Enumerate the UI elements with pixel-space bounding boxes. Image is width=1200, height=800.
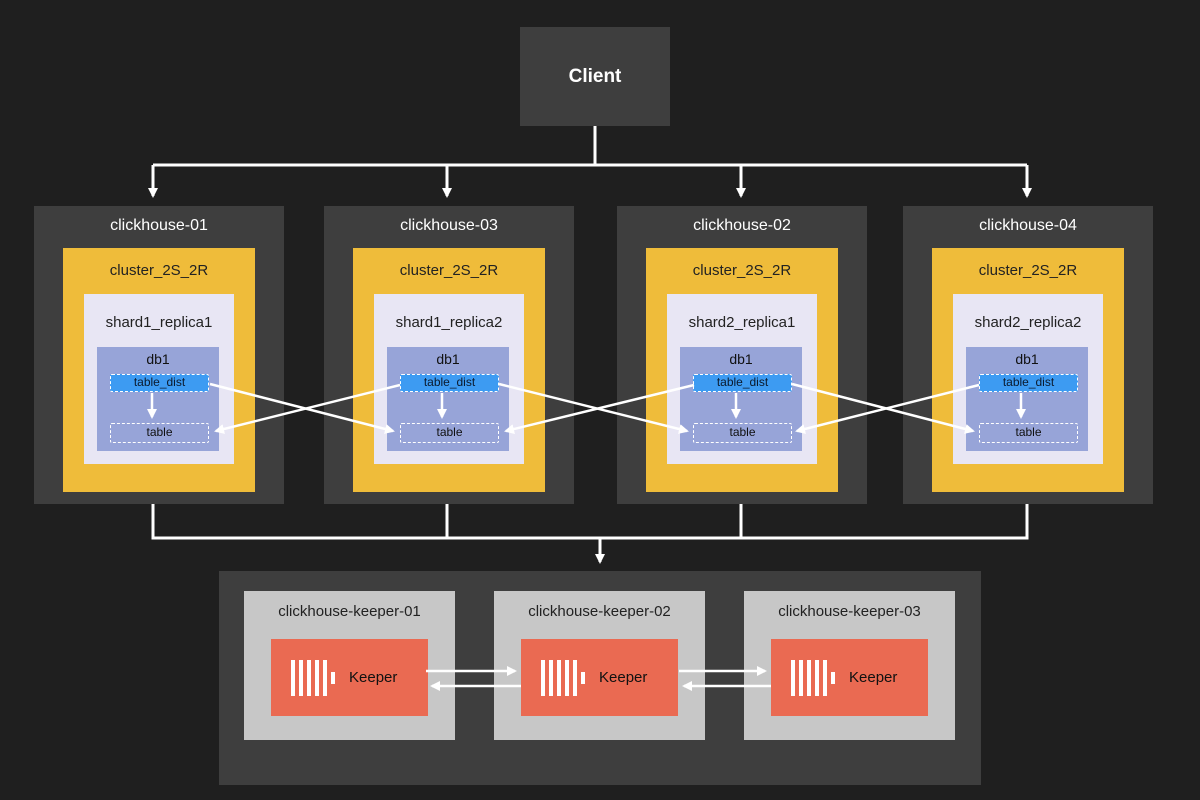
keeper-node: Keeper [271,639,428,716]
keeper-bars-icon [791,659,835,696]
table-box: table [110,423,209,443]
table-dist-box: table_dist [693,374,792,392]
db-title: db1 [729,351,753,367]
table-box: table [400,423,499,443]
keeper-label: Keeper [849,669,898,686]
shard-box: shard1_replica1 db1 table_dist table [84,294,234,464]
cluster-title: cluster_2S_2R [978,262,1078,279]
cluster-box: cluster_2S_2R shard2_replica1 db1 table_… [646,248,838,492]
keeper-title: clickhouse-keeper-03 [778,603,921,620]
shard-box: shard2_replica1 db1 table_dist table [667,294,817,464]
cluster-title: cluster_2S_2R [399,262,499,279]
host-clickhouse-02: clickhouse-02 cluster_2S_2R shard2_repli… [617,206,867,504]
db-box: db1 table_dist table [97,347,219,451]
keeper-label: Keeper [349,669,398,686]
client-label: Client [568,65,622,87]
db-title: db1 [1015,351,1039,367]
client-box: Client [520,27,670,126]
db-box: db1 table_dist table [387,347,509,451]
table-dist-box: table_dist [110,374,209,392]
shard-title: shard1_replica2 [395,314,503,331]
shard-title: shard1_replica1 [105,314,213,331]
table-box: table [979,423,1078,443]
shard-title: shard2_replica1 [688,314,796,331]
db-title: db1 [436,351,460,367]
keeper-node: Keeper [521,639,678,716]
cluster-box: cluster_2S_2R shard1_replica2 db1 table_… [353,248,545,492]
host-title: clickhouse-04 [979,217,1077,234]
cluster-title: cluster_2S_2R [692,262,792,279]
shard-title: shard2_replica2 [974,314,1082,331]
keeper-bars-icon [291,659,335,696]
host-title: clickhouse-03 [400,217,498,234]
cluster-box: cluster_2S_2R shard2_replica2 db1 table_… [932,248,1124,492]
keeper-host-03: clickhouse-keeper-03 Keeper [744,591,955,740]
db-box: db1 table_dist table [680,347,802,451]
keeper-host-01: clickhouse-keeper-01 Keeper [244,591,455,740]
cluster-box: cluster_2S_2R shard1_replica1 db1 table_… [63,248,255,492]
db-box: db1 table_dist table [966,347,1088,451]
host-title: clickhouse-01 [110,217,208,234]
host-clickhouse-04: clickhouse-04 cluster_2S_2R shard2_repli… [903,206,1153,504]
table-dist-box: table_dist [400,374,499,392]
host-title: clickhouse-02 [693,217,791,234]
host-clickhouse-03: clickhouse-03 cluster_2S_2R shard1_repli… [324,206,574,504]
table-box: table [693,423,792,443]
keeper-title: clickhouse-keeper-02 [528,603,671,620]
keeper-label: Keeper [599,669,648,686]
shard-box: shard1_replica2 db1 table_dist table [374,294,524,464]
host-bus-line [151,504,1029,540]
shard-box: shard2_replica2 db1 table_dist table [953,294,1103,464]
keeper-title: clickhouse-keeper-01 [278,603,421,620]
keeper-host-02: clickhouse-keeper-02 Keeper [494,591,705,740]
host-clickhouse-01: clickhouse-01 cluster_2S_2R shard1_repli… [34,206,284,504]
keeper-node: Keeper [771,639,928,716]
table-dist-box: table_dist [979,374,1078,392]
cluster-title: cluster_2S_2R [109,262,209,279]
keeper-bars-icon [541,659,585,696]
db-title: db1 [146,351,170,367]
